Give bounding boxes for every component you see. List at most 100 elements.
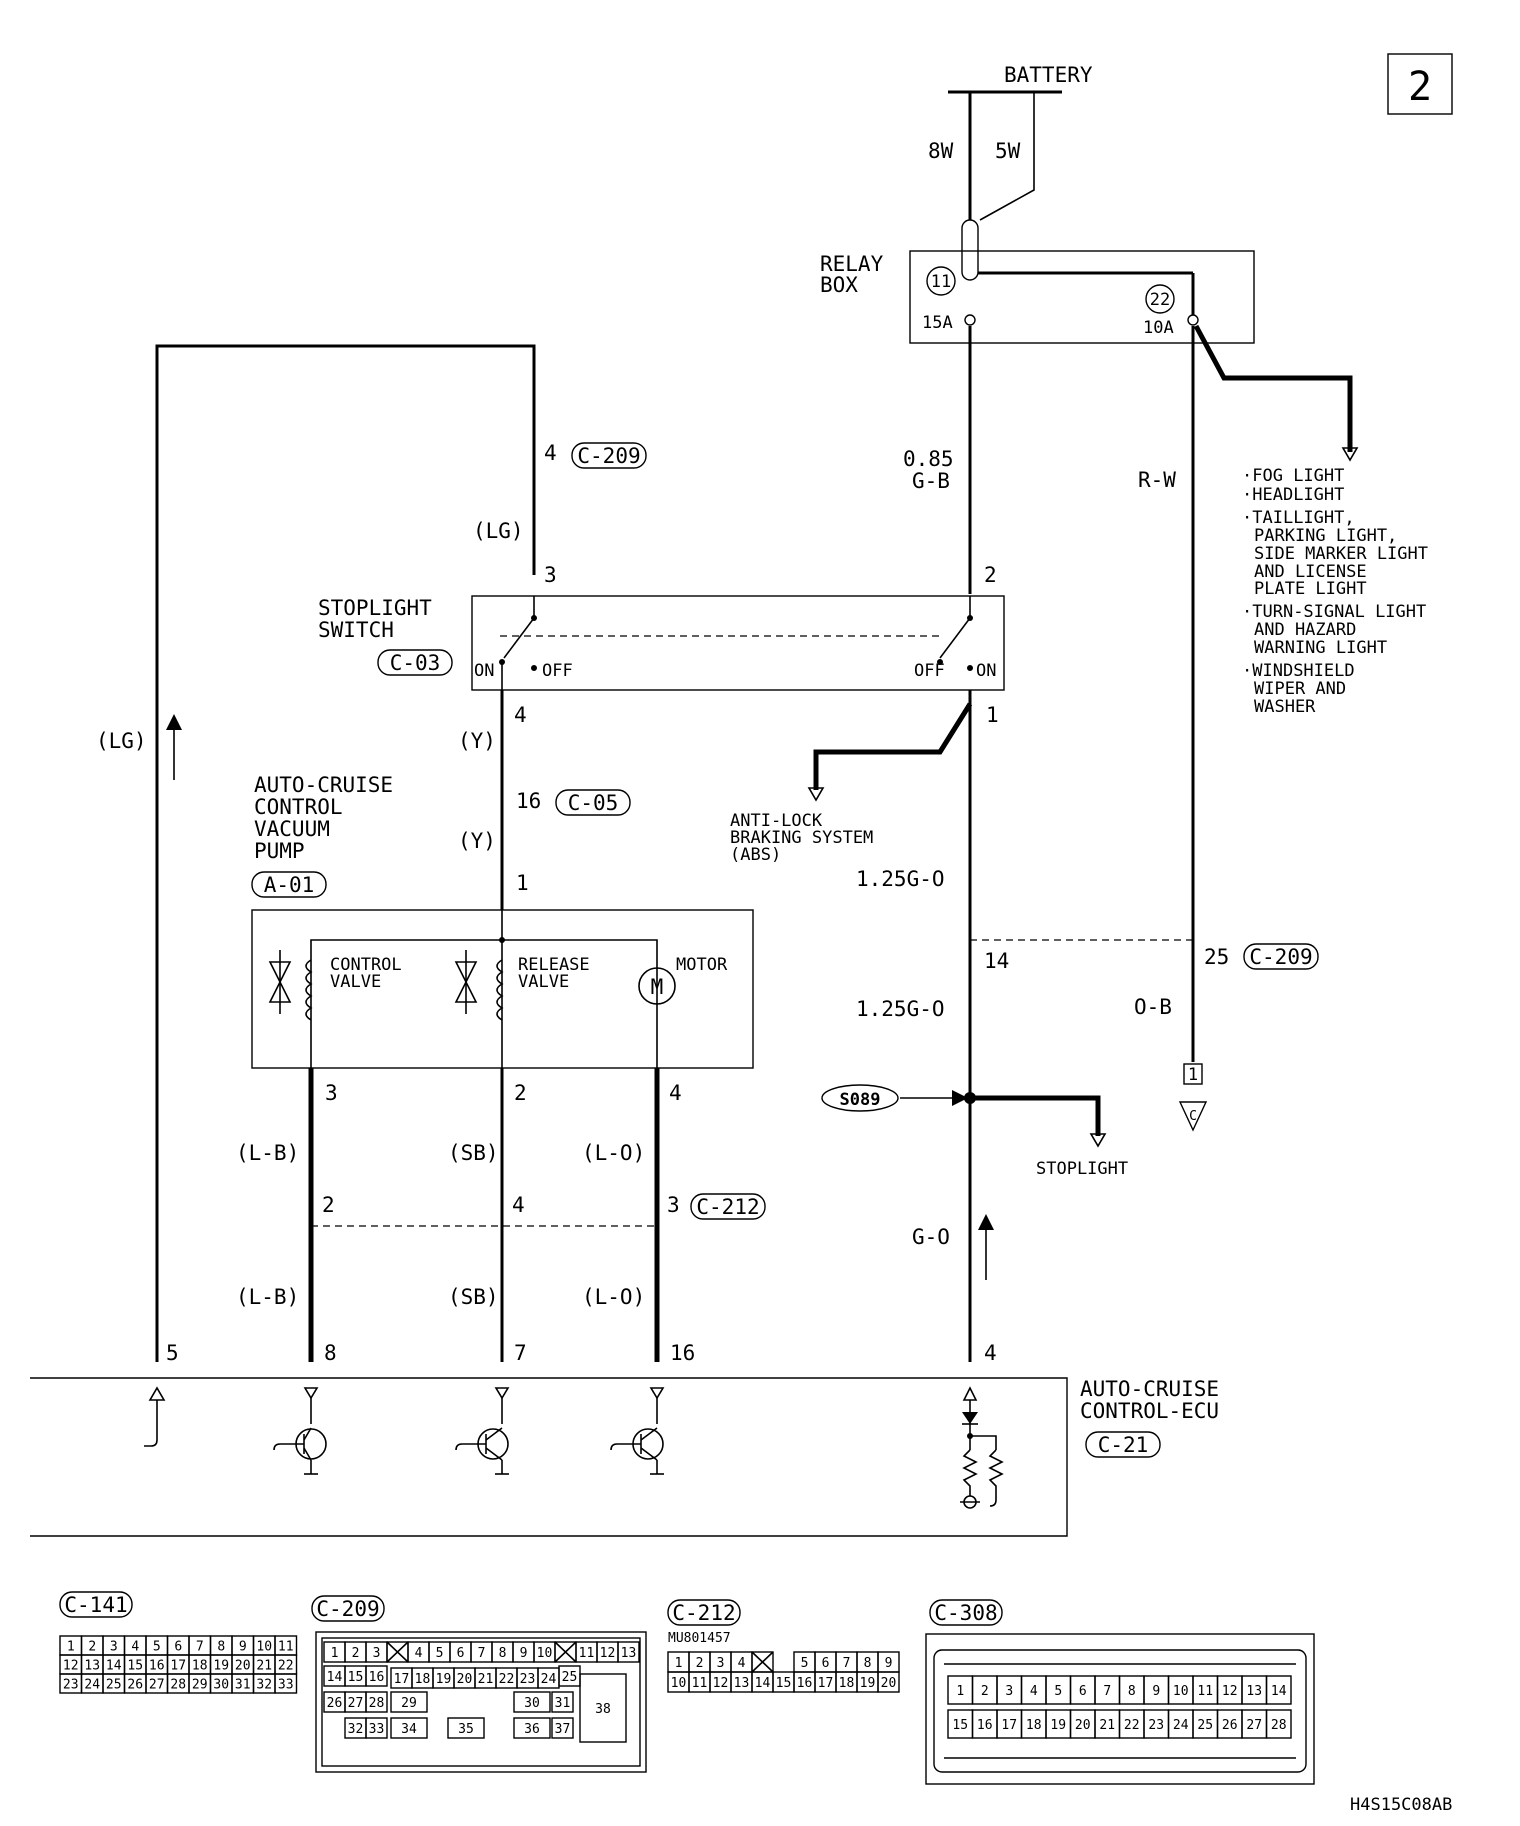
- pin-2-pump: 2: [514, 1081, 527, 1105]
- c308-pin: 24: [1173, 1718, 1189, 1733]
- c209-pin: 29: [401, 1696, 417, 1711]
- pin-4-c209: 4: [544, 441, 557, 465]
- c212-pin: 9: [885, 1656, 893, 1671]
- c209-pin: 25: [562, 1670, 578, 1685]
- c141-pin: 29: [192, 1678, 208, 1693]
- c212-cell: [877, 1671, 900, 1693]
- switch-off-left: [531, 665, 537, 671]
- relay-box-label-2: BOX: [820, 273, 858, 297]
- c141-pin: 5: [153, 1640, 161, 1655]
- c308-outline: [925, 1633, 1315, 1785]
- c209-pin: 34: [401, 1722, 417, 1737]
- branch-item: AND LICENSE: [1254, 562, 1367, 582]
- transistor-collector: [303, 1427, 312, 1441]
- branch-item: WIPER AND: [1254, 679, 1346, 699]
- c212-pin: 3: [717, 1656, 725, 1671]
- pin-2: 2: [984, 563, 997, 587]
- conn-c209b-label: C-209: [1249, 945, 1312, 969]
- switch-label-2: SWITCH: [318, 618, 394, 642]
- c209-pin: 37: [555, 1722, 571, 1737]
- c212-pin: 18: [839, 1676, 855, 1691]
- c209-pin: 27: [348, 1696, 364, 1711]
- motor-label: MOTOR: [676, 955, 728, 975]
- ground-box: [1183, 1063, 1203, 1085]
- c209-pin: 19: [436, 1672, 452, 1687]
- stoplight-arrow: [1089, 1133, 1107, 1148]
- c141-pin: 27: [149, 1678, 165, 1693]
- pump-label-1: AUTO-CRUISE: [254, 773, 393, 797]
- c209-pin: 11: [579, 1646, 595, 1661]
- ecu-box: [30, 1377, 1068, 1537]
- pin-4-pump: 4: [669, 1081, 682, 1105]
- pin-2-c212: 2: [322, 1193, 335, 1217]
- wire-label-g-b: G-B: [912, 469, 950, 493]
- c209-pin: 30: [524, 1696, 540, 1711]
- wire-label-l-o-2: (L-O): [582, 1285, 645, 1309]
- c141-pin: 13: [84, 1659, 100, 1674]
- c212-pin: 14: [755, 1676, 771, 1691]
- c212-pin: 15: [776, 1676, 792, 1691]
- pump-label-2: CONTROL: [254, 795, 343, 819]
- c308-pin: 28: [1271, 1718, 1287, 1733]
- c141-pin: 25: [106, 1678, 122, 1693]
- control-valve-coil: [305, 959, 313, 1021]
- conn-a01-label: A-01: [264, 873, 315, 897]
- c141-pin: 2: [88, 1640, 96, 1655]
- conn-c212-face-label: C-212: [672, 1601, 735, 1625]
- c141-pin: 30: [213, 1678, 229, 1693]
- wire-label-lg-2: (LG): [473, 519, 524, 543]
- c308-pin: 1: [956, 1684, 964, 1699]
- c209-cell: [390, 1691, 428, 1713]
- c141-pin: 22: [278, 1659, 294, 1674]
- c209-pin: 4: [415, 1646, 423, 1661]
- c212-pin: 10: [671, 1676, 687, 1691]
- wire-branch-lights: [1193, 324, 1353, 452]
- c141-pin: 17: [170, 1659, 186, 1674]
- c141-pin: 26: [127, 1678, 143, 1693]
- c209-pin: 6: [457, 1646, 465, 1661]
- c141-pin: 15: [127, 1659, 143, 1674]
- abs-label-1: ANTI-LOCK: [730, 811, 823, 831]
- c212-pin: 13: [734, 1676, 750, 1691]
- c308-pin: 23: [1148, 1718, 1164, 1733]
- pin-4-switch: 4: [514, 703, 527, 727]
- c212-blank: [751, 1651, 774, 1673]
- c308-pin: 9: [1152, 1684, 1160, 1699]
- transistor-input: [273, 1443, 304, 1451]
- ground-triangle: [1178, 1101, 1208, 1132]
- pin-16: 16: [516, 789, 541, 813]
- pin-8-ecu: 8: [324, 1341, 337, 1365]
- c209-pin: 13: [621, 1646, 637, 1661]
- wire-5w: [979, 92, 1035, 221]
- transistor-collector: [640, 1427, 658, 1441]
- branch-item: WASHER: [1254, 697, 1316, 717]
- fuse-11-rating: 15A: [922, 313, 953, 333]
- wire-branch-abs: [813, 702, 973, 790]
- c308-pin: 12: [1222, 1684, 1238, 1699]
- c141-cell: [274, 1673, 298, 1694]
- switch-blade-left: [503, 617, 535, 659]
- pin-7-ecu: 7: [514, 1341, 527, 1365]
- c141-pin: 32: [256, 1678, 272, 1693]
- conn-c21-tag: [1085, 1431, 1161, 1458]
- branch-item: ·WINDSHIELD: [1242, 661, 1355, 681]
- c212-pin: 16: [797, 1676, 813, 1691]
- wire-label-g-o: G-O: [912, 1225, 950, 1249]
- switch-on-label-left: ON: [474, 661, 494, 681]
- c308-pin: 7: [1103, 1684, 1111, 1699]
- abs-label-3: (ABS): [730, 845, 781, 865]
- c308-pin: 25: [1197, 1718, 1213, 1733]
- c141-pin: 24: [84, 1678, 100, 1693]
- wire-label-sb-2: (SB): [448, 1285, 499, 1309]
- c308-pin: 8: [1128, 1684, 1136, 1699]
- diode-marker: [962, 1386, 978, 1401]
- c212-pin: 20: [881, 1676, 897, 1691]
- c209-cell: [365, 1665, 388, 1687]
- wire-label-o-b: O-B: [1134, 995, 1172, 1019]
- c209-cell: [551, 1717, 574, 1739]
- c209-cell: [617, 1641, 640, 1663]
- pin-3-pump: 3: [325, 1081, 338, 1105]
- c141-pin: 8: [217, 1640, 225, 1655]
